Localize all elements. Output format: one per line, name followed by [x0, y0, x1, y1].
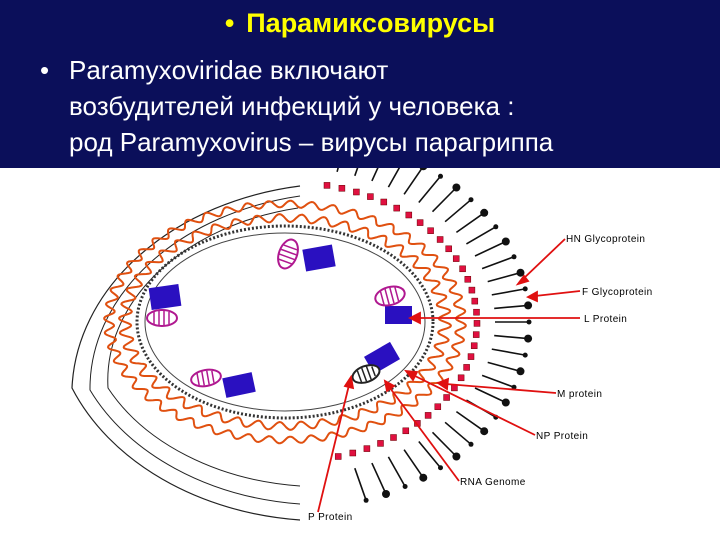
envelope-rings: [71, 185, 301, 521]
label-hn-glycoprotein: HN Glycoprotein: [566, 234, 645, 245]
f-glycoprotein-spike: [444, 421, 474, 447]
hn-glycoprotein-spike: [336, 168, 339, 173]
m-protein: [463, 364, 470, 371]
m-protein: [393, 204, 400, 212]
m-protein: [467, 353, 475, 360]
hn-glycoprotein-spike: [474, 237, 510, 257]
m-protein: [380, 198, 388, 206]
body-line-2: возбудителей инфекций у человека :: [69, 91, 515, 121]
hn-glycoprotein-spike: [403, 449, 428, 482]
title-bullet: •: [224, 8, 235, 38]
label-m-protein: M protein: [557, 389, 602, 400]
hn-glycoprotein-spike: [403, 168, 427, 195]
label-np-protein: NP Protein: [536, 431, 588, 442]
title-text: Парамиксовирусы: [246, 8, 496, 38]
hn-glycoprotein-spike: [431, 431, 461, 461]
m-protein: [377, 440, 384, 447]
label-f-glycoprotein: F Glycoprotein: [582, 287, 653, 298]
f-glycoprotein-spike: [354, 467, 369, 503]
f-glycoprotein-spike: [444, 197, 474, 223]
f-glycoprotein-spike: [491, 348, 528, 358]
p-protein: [277, 238, 299, 270]
p-protein: [374, 285, 406, 307]
hn-glycoprotein-spike: [494, 334, 533, 343]
f-glycoprotein-spike: [495, 319, 532, 325]
m-protein: [416, 219, 424, 226]
body-line-3: род Paramyxovirus – вирусы парагриппа: [69, 127, 554, 157]
hn-glycoprotein-spike: [455, 208, 489, 234]
m-protein: [334, 453, 342, 460]
hn-glycoprotein-spike: [455, 410, 489, 436]
m-protein: [472, 331, 480, 338]
m-protein: [459, 265, 466, 273]
p-protein: [190, 368, 222, 388]
m-protein: [445, 245, 452, 253]
l-protein: [302, 244, 336, 272]
m-protein: [424, 412, 432, 419]
f-glycoprotein-spike: [354, 168, 359, 177]
label-rna-genome: RNA Genome: [460, 477, 526, 488]
m-protein: [363, 445, 371, 452]
m-protein: [457, 374, 465, 382]
m-protein: [390, 434, 397, 441]
f-glycoprotein-spike: [418, 173, 443, 204]
f-glycoprotein-spike: [491, 286, 528, 296]
l-protein: [385, 306, 412, 324]
body-line-1: Paramyxoviridae включают: [69, 55, 389, 85]
p-protein-group: [146, 238, 406, 388]
f-glycoprotein-spike: [481, 254, 517, 270]
hn-glycoprotein-spike: [487, 268, 525, 283]
m-protein: [452, 255, 460, 262]
glycoprotein-spikes: [336, 168, 533, 503]
f-glycoprotein-spike: [481, 374, 517, 390]
slide-title: • Парамиксовирусы: [0, 8, 720, 39]
m-protein: [470, 342, 478, 349]
m-protein: [434, 403, 442, 410]
l-protein: [148, 284, 182, 310]
nucleocapsid-ring: [135, 224, 435, 420]
m-protein: [353, 188, 360, 196]
m-protein: [367, 193, 374, 200]
m-protein: [443, 394, 450, 401]
m-protein: [402, 427, 410, 435]
m-protein: [349, 449, 357, 457]
rna-genome-strand: [117, 213, 453, 431]
l-protein: [222, 372, 256, 398]
m-protein: [436, 236, 444, 243]
body-bullet: •: [40, 55, 50, 85]
hn-glycoprotein-spike: [474, 387, 510, 407]
label-l-protein: L Protein: [584, 314, 627, 325]
slide-header: • Парамиксовирусы • Paramyxoviridae включ…: [0, 0, 720, 168]
m-protein: [471, 297, 479, 305]
hn-glycoprotein-spike: [487, 361, 525, 376]
label-arrows: [317, 238, 581, 513]
f-glycoprotein-spike: [387, 168, 401, 188]
hn-glycoprotein-spike: [371, 462, 390, 498]
m-protein: [468, 286, 476, 294]
m-protein: [473, 320, 481, 327]
rna-genome-strand-outer: [103, 199, 467, 445]
m-protein: [323, 182, 331, 189]
hn-glycoprotein-spike: [371, 168, 379, 182]
f-glycoprotein-spike: [387, 456, 408, 489]
hn-glycoprotein-spike: [431, 183, 461, 213]
m-protein: [464, 276, 472, 283]
virus-diagram: HN Glycoprotein F Glycoprotein L Protein…: [71, 168, 653, 523]
m-protein: [451, 384, 458, 392]
m-protein: [405, 211, 413, 219]
np-protein: [351, 364, 381, 384]
m-protein: [338, 185, 346, 192]
m-protein: [427, 227, 434, 234]
label-p-protein: P Protein: [308, 512, 353, 523]
f-glycoprotein-spike: [418, 440, 443, 471]
f-glycoprotein-spike: [465, 224, 499, 245]
hn-glycoprotein-spike: [494, 301, 533, 310]
m-protein: [473, 308, 480, 316]
p-protein: [146, 309, 178, 327]
